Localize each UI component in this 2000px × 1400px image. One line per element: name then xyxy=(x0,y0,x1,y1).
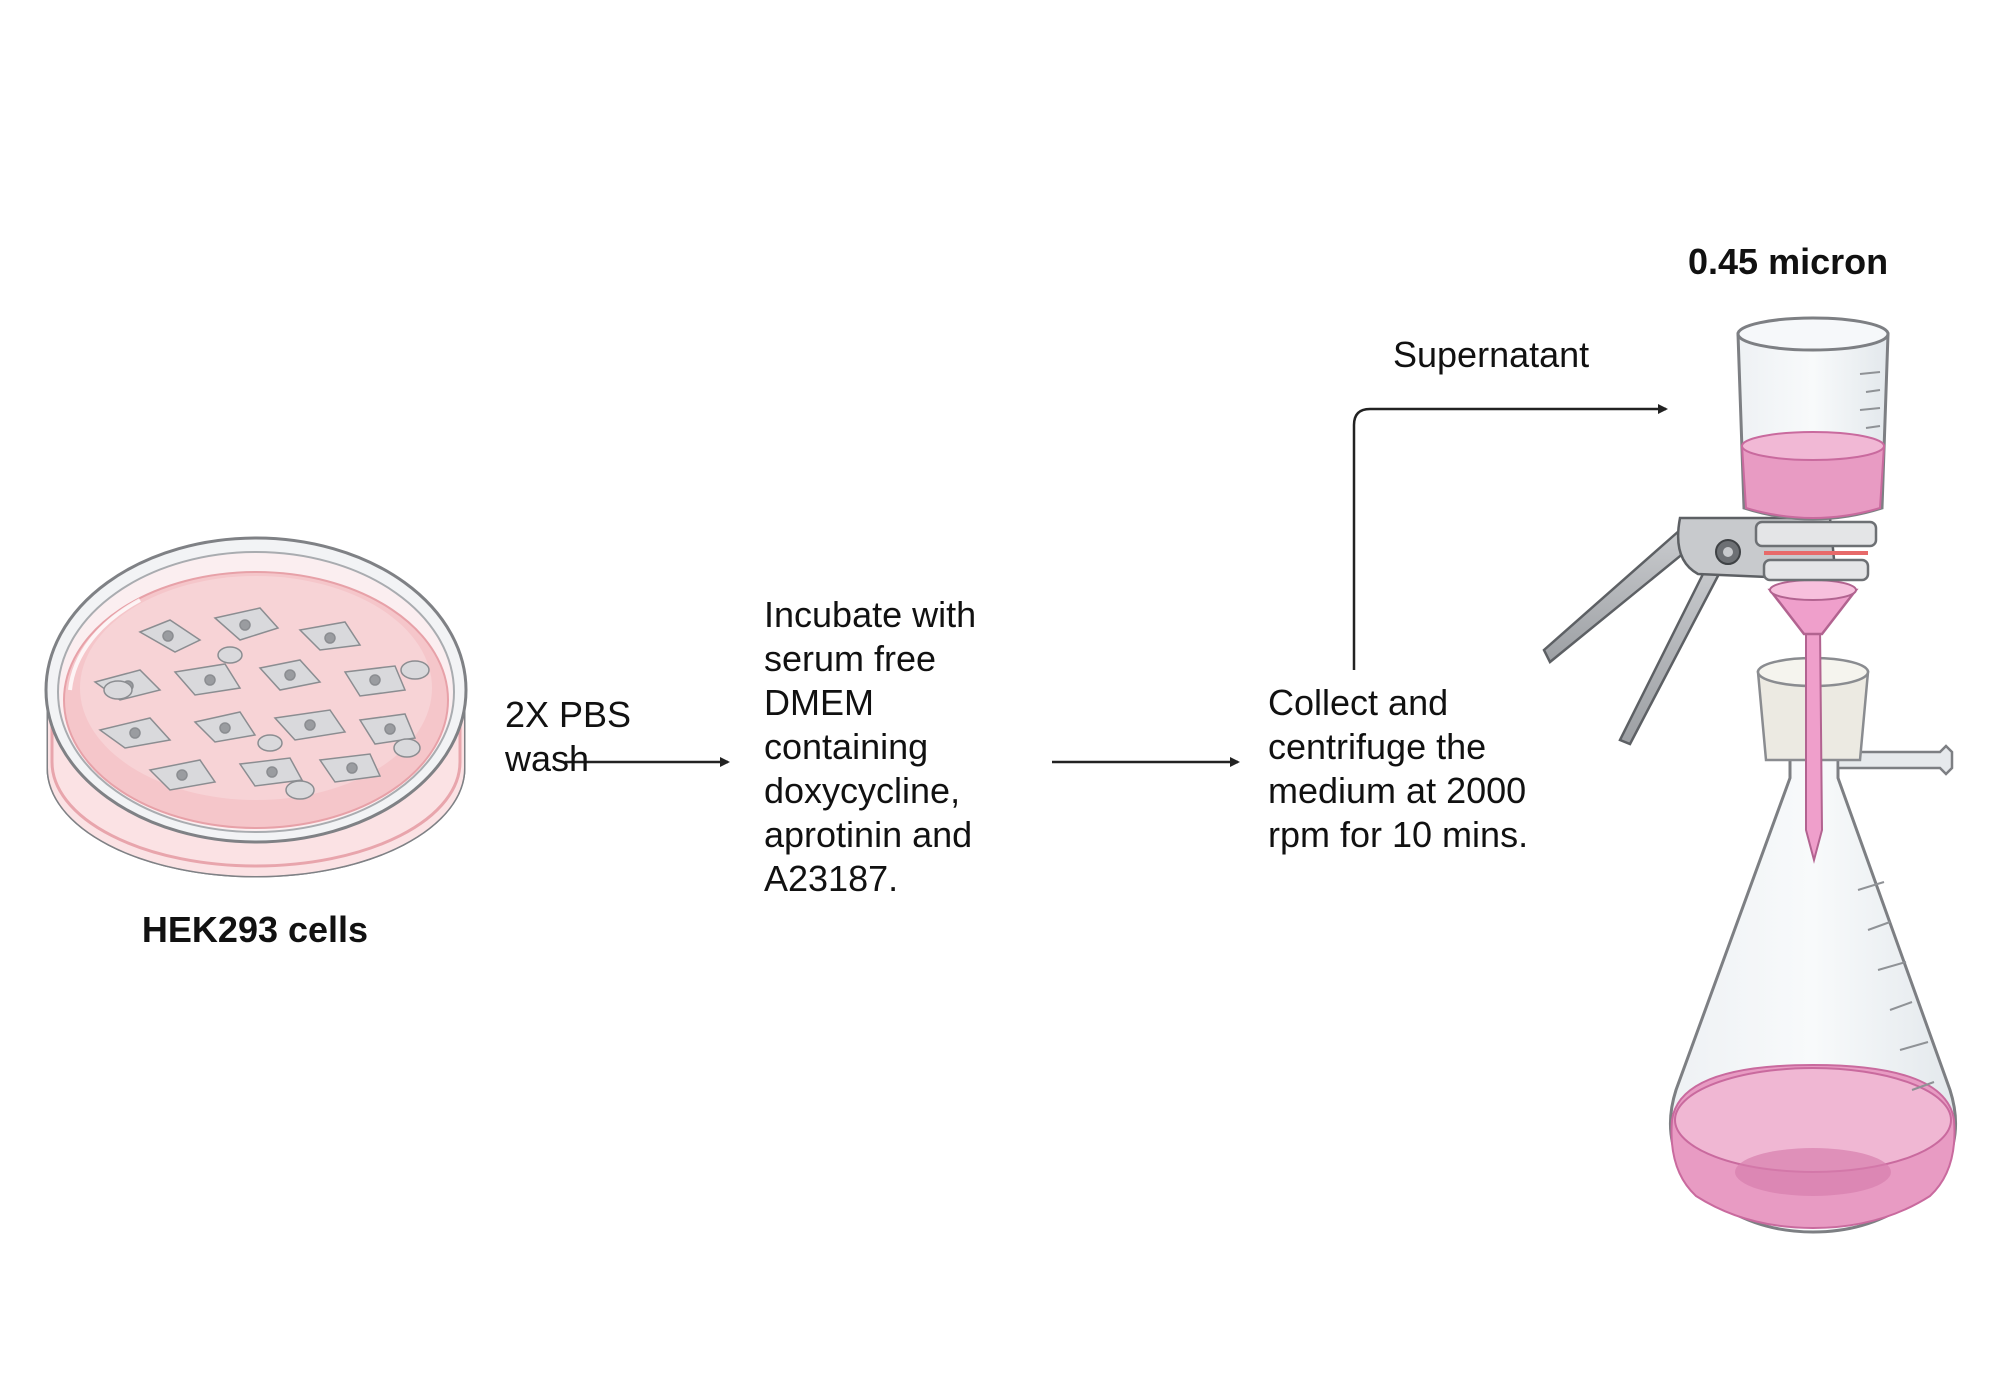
pbs-wash-label: 2X PBS wash xyxy=(505,694,632,779)
vacuum-filter-flask-icon xyxy=(1542,316,1957,1234)
hek293-cells-label: HEK293 cells xyxy=(141,909,369,950)
arrow-supernatant xyxy=(1352,404,1668,670)
incubate-step-label: Incubate with serum free DMEM containing… xyxy=(764,594,977,899)
filter-size-label: 0.45 micron xyxy=(1688,241,1889,282)
petri-dish-icon xyxy=(44,536,468,878)
collect-centrifuge-label: Collect and centrifuge the medium at 200… xyxy=(1268,682,1529,855)
supernatant-label: Supernatant xyxy=(1393,334,1590,375)
cells-icon xyxy=(93,607,430,800)
